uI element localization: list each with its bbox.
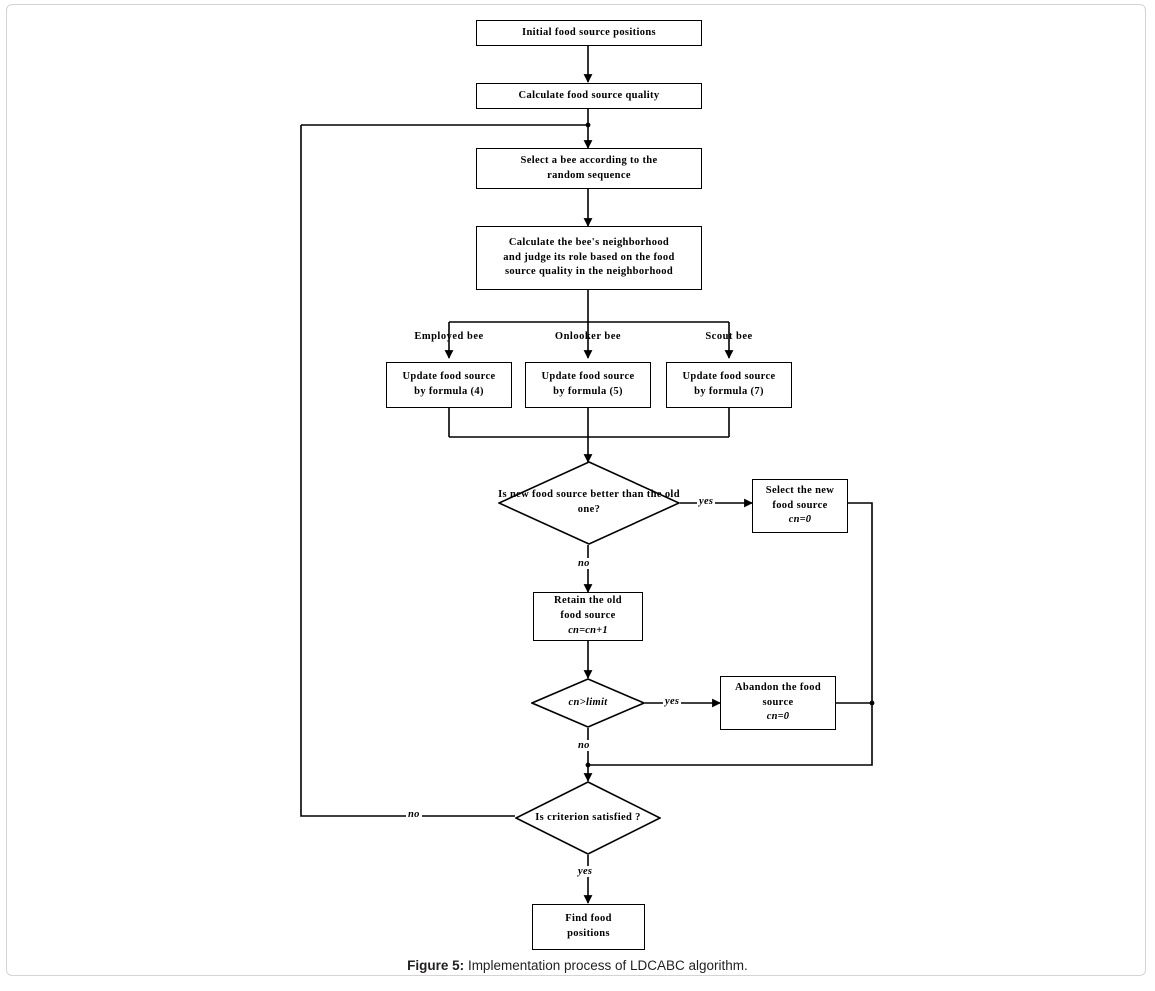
node-initial-food-source-positions: Initial food source positions — [476, 20, 702, 46]
node-update-scout-line1: Update food source — [682, 371, 776, 383]
node-calc-quality-label: Calculate food source quality — [518, 89, 660, 101]
node-abandon-line2: source — [762, 696, 794, 708]
decision-better-shape — [498, 461, 680, 545]
node-calculate-food-source-quality: Calculate food source quality — [476, 83, 702, 109]
node-neighborhood-line1: Calculate the bee's neighborhood — [508, 236, 670, 248]
node-update-onlooker-line1: Update food source — [541, 371, 635, 383]
node-select-bee-line1: Select a bee according to the — [520, 154, 658, 166]
node-neighborhood-line3: source quality in the neighborhood — [504, 266, 674, 278]
node-retain-old-line1: Retain the old — [554, 595, 622, 607]
decision-is-new-food-source-better: Is new food source better than the old o… — [498, 461, 680, 545]
node-update-employed-line2: by formula (4) — [414, 386, 484, 397]
decision-cn-limit-shape — [531, 678, 645, 728]
node-abandon-line1: Abandon the food — [734, 681, 822, 693]
node-update-scout-line2: by formula (7) — [694, 386, 764, 397]
node-abandon-counter: cn=0 — [766, 711, 790, 723]
edge-label-criterion-yes: yes — [576, 866, 595, 877]
edge-label-better-no: no — [576, 558, 592, 569]
decision-is-criterion-satisfied: Is criterion satisfied ? — [515, 781, 661, 855]
node-select-new-food-source: Select the new food source cn=0 — [752, 479, 848, 533]
node-find-positions-line1: Find food — [565, 913, 612, 925]
node-update-food-source-onlooker: Update food source by formula (5) — [525, 362, 651, 408]
edge-label-limit-no: no — [576, 740, 592, 751]
node-update-onlooker-line2: by formula (5) — [553, 386, 623, 397]
node-initial-label: Initial food source positions — [522, 26, 656, 38]
node-retain-old-line2: food source — [560, 610, 616, 622]
node-select-new-counter: cn=0 — [788, 514, 812, 526]
edge-label-criterion-no: no — [406, 809, 422, 820]
node-retain-old-food-source: Retain the old food source cn=cn+1 — [533, 592, 643, 641]
node-abandon-food-source: Abandon the food source cn=0 — [720, 676, 836, 730]
node-find-positions-line2: positions — [567, 928, 610, 939]
decision-criterion-shape — [515, 781, 661, 855]
decision-cn-greater-than-limit: cn>limit — [531, 678, 645, 728]
figure-caption-number: Figure 5: — [407, 958, 465, 973]
node-update-food-source-employed: Update food source by formula (4) — [386, 362, 512, 408]
node-update-employed-line1: Update food source — [402, 371, 496, 383]
node-neighborhood-line2: and judge its role based on the food — [503, 251, 675, 263]
node-select-new-line2: food source — [772, 499, 828, 511]
node-select-new-line1: Select the new — [765, 484, 835, 496]
branch-label-scout-bee: Scout bee — [705, 331, 753, 342]
node-calculate-neighborhood: Calculate the bee's neighborhood and jud… — [476, 226, 702, 290]
node-select-bee-line2: random sequence — [547, 169, 631, 181]
figure-caption-text: Implementation process of LDCABC algorit… — [464, 958, 748, 973]
node-find-food-positions: Find food positions — [532, 904, 645, 950]
node-select-bee: Select a bee according to the random seq… — [476, 148, 702, 189]
branch-label-onlooker-bee: Onlooker bee — [554, 331, 622, 342]
branch-label-employed-bee: Employed bee — [414, 331, 484, 342]
node-update-food-source-scout: Update food source by formula (7) — [666, 362, 792, 408]
edge-label-limit-yes: yes — [663, 696, 682, 707]
figure-caption: Figure 5: Implementation process of LDCA… — [0, 958, 1155, 973]
edge-label-better-yes: yes — [697, 496, 716, 507]
node-retain-old-counter: cn=cn+1 — [568, 624, 608, 636]
